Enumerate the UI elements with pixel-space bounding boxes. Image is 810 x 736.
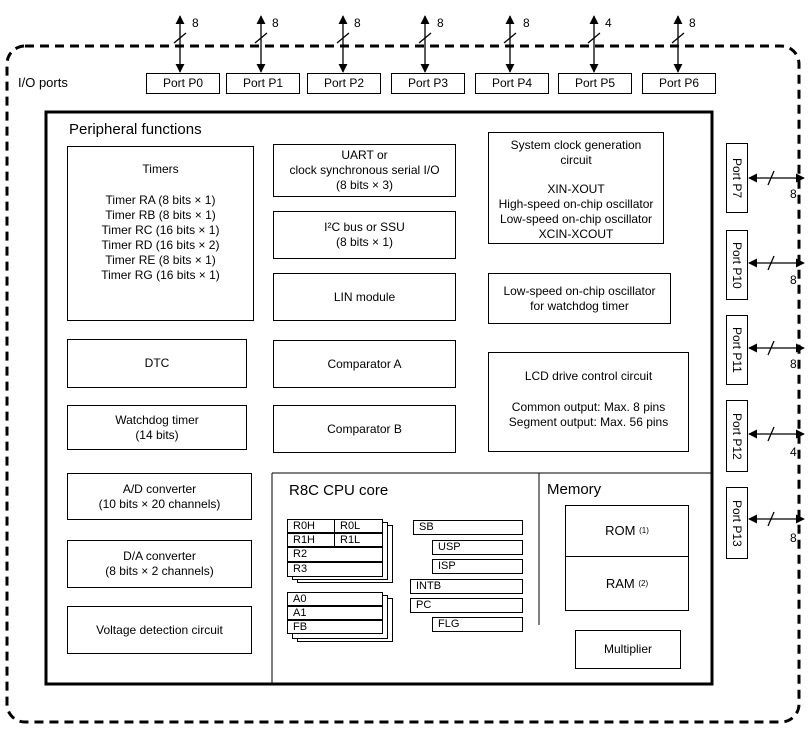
register-pc: PC [410, 598, 523, 613]
port-p2: Port P2 [307, 73, 381, 94]
register-r0l: R0L [334, 519, 383, 533]
timers-block: Timers Timer RA (8 bits × 1) Timer RB (8… [67, 146, 254, 321]
register-r0h: R0H [287, 519, 335, 533]
timer-item: Timer RE (8 bits × 1) [105, 253, 216, 267]
timers-title: Timers [142, 162, 179, 176]
i2c-ssu-block: I²C bus or SSU (8 bits × 1) [273, 211, 456, 259]
watchdog-timer-block: Watchdog timer (14 bits) [67, 405, 247, 450]
register-sb: SB [413, 520, 523, 535]
bus-slash [767, 255, 775, 271]
voltage-detection-block: Voltage detection circuit [67, 606, 252, 654]
register-r1l: R1L [334, 533, 383, 547]
port-p11-bits: 8 [790, 357, 797, 371]
port-p13-bits: 8 [790, 531, 797, 545]
peripheral-boundary [44, 110, 714, 686]
port-p10-bits: 8 [790, 273, 797, 287]
comparator-a-block: Comparator A [273, 340, 456, 388]
ad-converter-block: A/D converter (10 bits × 20 channels) [67, 473, 252, 520]
bus-slash [254, 32, 268, 44]
port-p10: Port P10 [726, 230, 748, 300]
bus-slash [503, 32, 517, 44]
port-p12: Port P12 [726, 400, 748, 472]
port-p7-bits: 8 [790, 187, 797, 201]
port-p0: Port P0 [146, 73, 220, 94]
io-ports-label: I/O ports [18, 75, 68, 90]
dtc-block: DTC [67, 339, 247, 388]
port-p11: Port P11 [726, 315, 748, 385]
port-p5: Port P5 [558, 73, 632, 94]
uart-block: UART or clock synchronous serial I/O (8 … [273, 144, 456, 197]
comparator-b-block: Comparator B [273, 405, 456, 453]
ram-block: RAM (2) [605, 575, 649, 591]
register-isp: ISP [432, 559, 523, 574]
bus-slash [767, 340, 775, 356]
port-p4-bits: 8 [523, 16, 530, 30]
port-p12-bits: 4 [790, 445, 797, 459]
timer-item: Timer RB (8 bits × 1) [105, 208, 216, 222]
data-register-stack: R0H R0L R1H R1L R2 R3 [287, 519, 393, 583]
address-register-stack: A0 A1 FB [287, 592, 399, 642]
timer-item: Timer RC (16 bits × 1) [101, 223, 220, 237]
bus-slash [767, 170, 775, 186]
bus-slash [173, 32, 187, 44]
rom-block: ROM (1) [566, 506, 688, 557]
port-p2-bits: 8 [354, 16, 361, 30]
peripheral-functions-label: Peripheral functions [69, 121, 202, 138]
register-a0: A0 [287, 592, 383, 606]
bus-slash [587, 32, 601, 44]
port-p3: Port P3 [391, 73, 465, 94]
port-p6: Port P6 [642, 73, 716, 94]
port-p7: Port P7 [726, 143, 748, 213]
timer-item: Timer RD (16 bits × 2) [101, 238, 220, 252]
cpu-core-title: R8C CPU core [289, 482, 389, 499]
memory-block: ROM (1) RAM (2) [565, 505, 689, 611]
bus-slash [418, 32, 432, 44]
register-flg: FLG [432, 617, 523, 632]
lowspeed-oscillator-block: Low-speed on-chip oscillator for watchdo… [488, 273, 671, 324]
register-r1h: R1H [287, 533, 335, 547]
register-r3: R3 [287, 562, 383, 577]
port-p13: Port P13 [726, 487, 748, 559]
port-p3-bits: 8 [437, 16, 444, 30]
system-clock-block: System clock generation circuit XIN-XOUT… [488, 132, 664, 244]
port-p1: Port P1 [226, 73, 300, 94]
bus-slash [336, 32, 350, 44]
register-usp: USP [432, 540, 523, 555]
port-p6-bits: 8 [689, 16, 696, 30]
lin-module-block: LIN module [273, 273, 456, 321]
port-p4: Port P4 [475, 73, 549, 94]
memory-title: Memory [547, 481, 602, 498]
timer-item: Timer RA (8 bits × 1) [105, 193, 216, 207]
timer-item: Timer RG (16 bits × 1) [101, 268, 220, 282]
port-p5-bits: 4 [605, 16, 612, 30]
multiplier-block: Multiplier [575, 630, 681, 669]
register-r2: R2 [287, 547, 383, 562]
io-boundary [5, 44, 801, 724]
port-p0-bits: 8 [192, 16, 199, 30]
da-converter-block: D/A converter (8 bits × 2 channels) [67, 540, 252, 588]
bus-slash [767, 426, 775, 442]
port-p1-bits: 8 [272, 16, 279, 30]
register-intb: INTB [410, 579, 523, 594]
register-a1: A1 [287, 606, 383, 620]
register-fb: FB [287, 620, 383, 634]
bus-slash [767, 511, 775, 527]
lcd-drive-block: LCD drive control circuit Common output:… [488, 352, 689, 452]
bus-slash [671, 32, 685, 44]
